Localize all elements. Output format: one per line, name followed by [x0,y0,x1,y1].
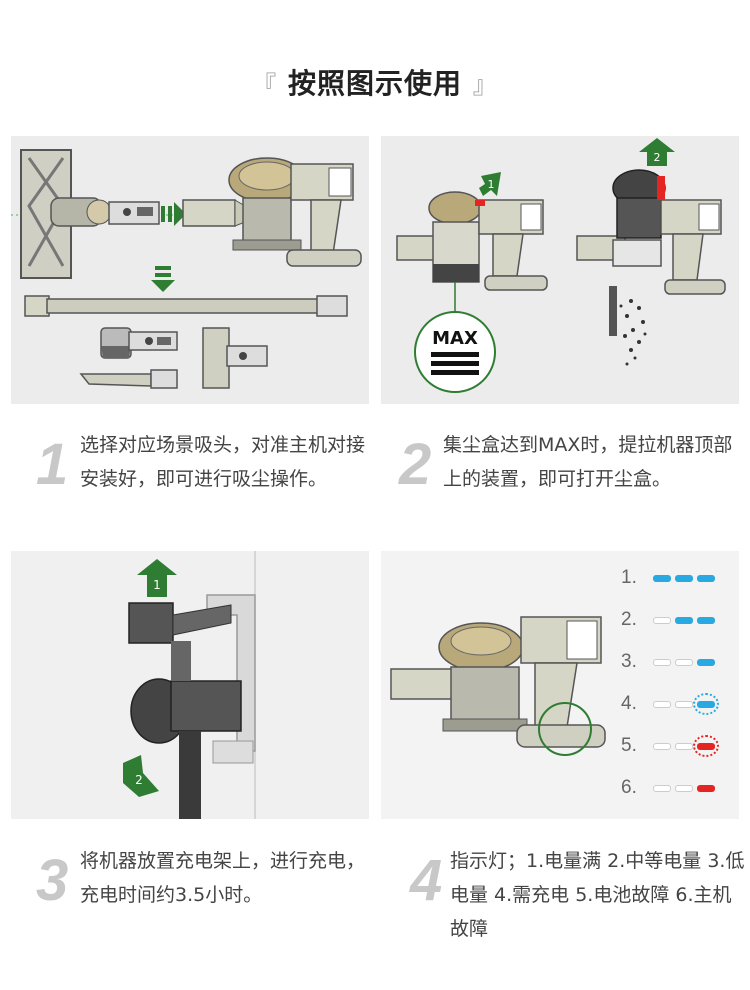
dustbin-drawing: 1 MAX 2 [396,138,726,393]
indicator-label: 3. [621,651,637,672]
indicator-light [675,575,693,582]
indicator-light [697,575,715,582]
indicator-light [675,785,693,792]
step-3-number: 3 [36,848,69,913]
step-2-text: 集尘盒达到MAX时，提拉机器顶部上的装置，即可打开尘盒。 [443,434,733,490]
indicator-light [653,575,671,582]
indicator-light [697,617,715,624]
title-text: 按照图示使用 [287,67,462,100]
indicator-label: 2. [621,609,637,630]
step1-badge-text: 1 [488,178,495,191]
flash-icon [693,693,719,715]
indicator-light [653,743,671,750]
title-open-bracket: 『 [252,71,278,99]
step-4-text: 指示灯；1.电量满 2.中等电量 3.低电量 4.需充电 5.电池故障 6.主机… [450,850,745,940]
indicator-label: 4. [621,693,637,714]
attachments-illustration [11,136,369,404]
step1-badge-text: 1 [153,578,161,592]
indicator-label: 1. [621,567,637,588]
page-title: 『 按照图示使用 』 [0,62,750,102]
charging-illustration: 1 2 [11,551,369,819]
indicator-light [675,617,693,624]
step-1-number: 1 [36,432,69,497]
title-close-bracket: 』 [472,71,498,99]
charging-drawing: 1 2 [123,551,256,819]
step-3-text: 将机器放置充电架上，进行充电，充电时间约3.5小时。 [80,850,366,906]
indicator-light [675,701,693,708]
step-4-number: 4 [410,848,443,913]
dustbin-illustration: 1 MAX 2 [381,136,739,404]
indicator-light [675,659,693,666]
indicator-light [653,701,671,708]
indicator-light [697,785,715,792]
max-label: MAX [432,328,478,349]
step2-badge-text: 2 [654,151,661,164]
indicator-light [653,659,671,666]
indicator-label: 5. [621,735,637,756]
indicator-label: 6. [621,777,637,798]
attachments-drawing [11,149,362,389]
indicator-light [697,659,715,666]
indicator-light [675,743,693,750]
step-1-text: 选择对应场景吸头，对准主机对接安装好，即可进行吸尘操作。 [80,434,366,490]
step-2-number: 2 [399,432,432,497]
indicator-illustration: 1. 2. 3. 4. 5. 6. [381,551,739,819]
step2-badge-text: 2 [135,773,143,787]
indicator-machine-drawing [390,616,606,756]
flash-icon [693,735,719,757]
indicator-light [653,617,671,624]
indicator-light [653,785,671,792]
